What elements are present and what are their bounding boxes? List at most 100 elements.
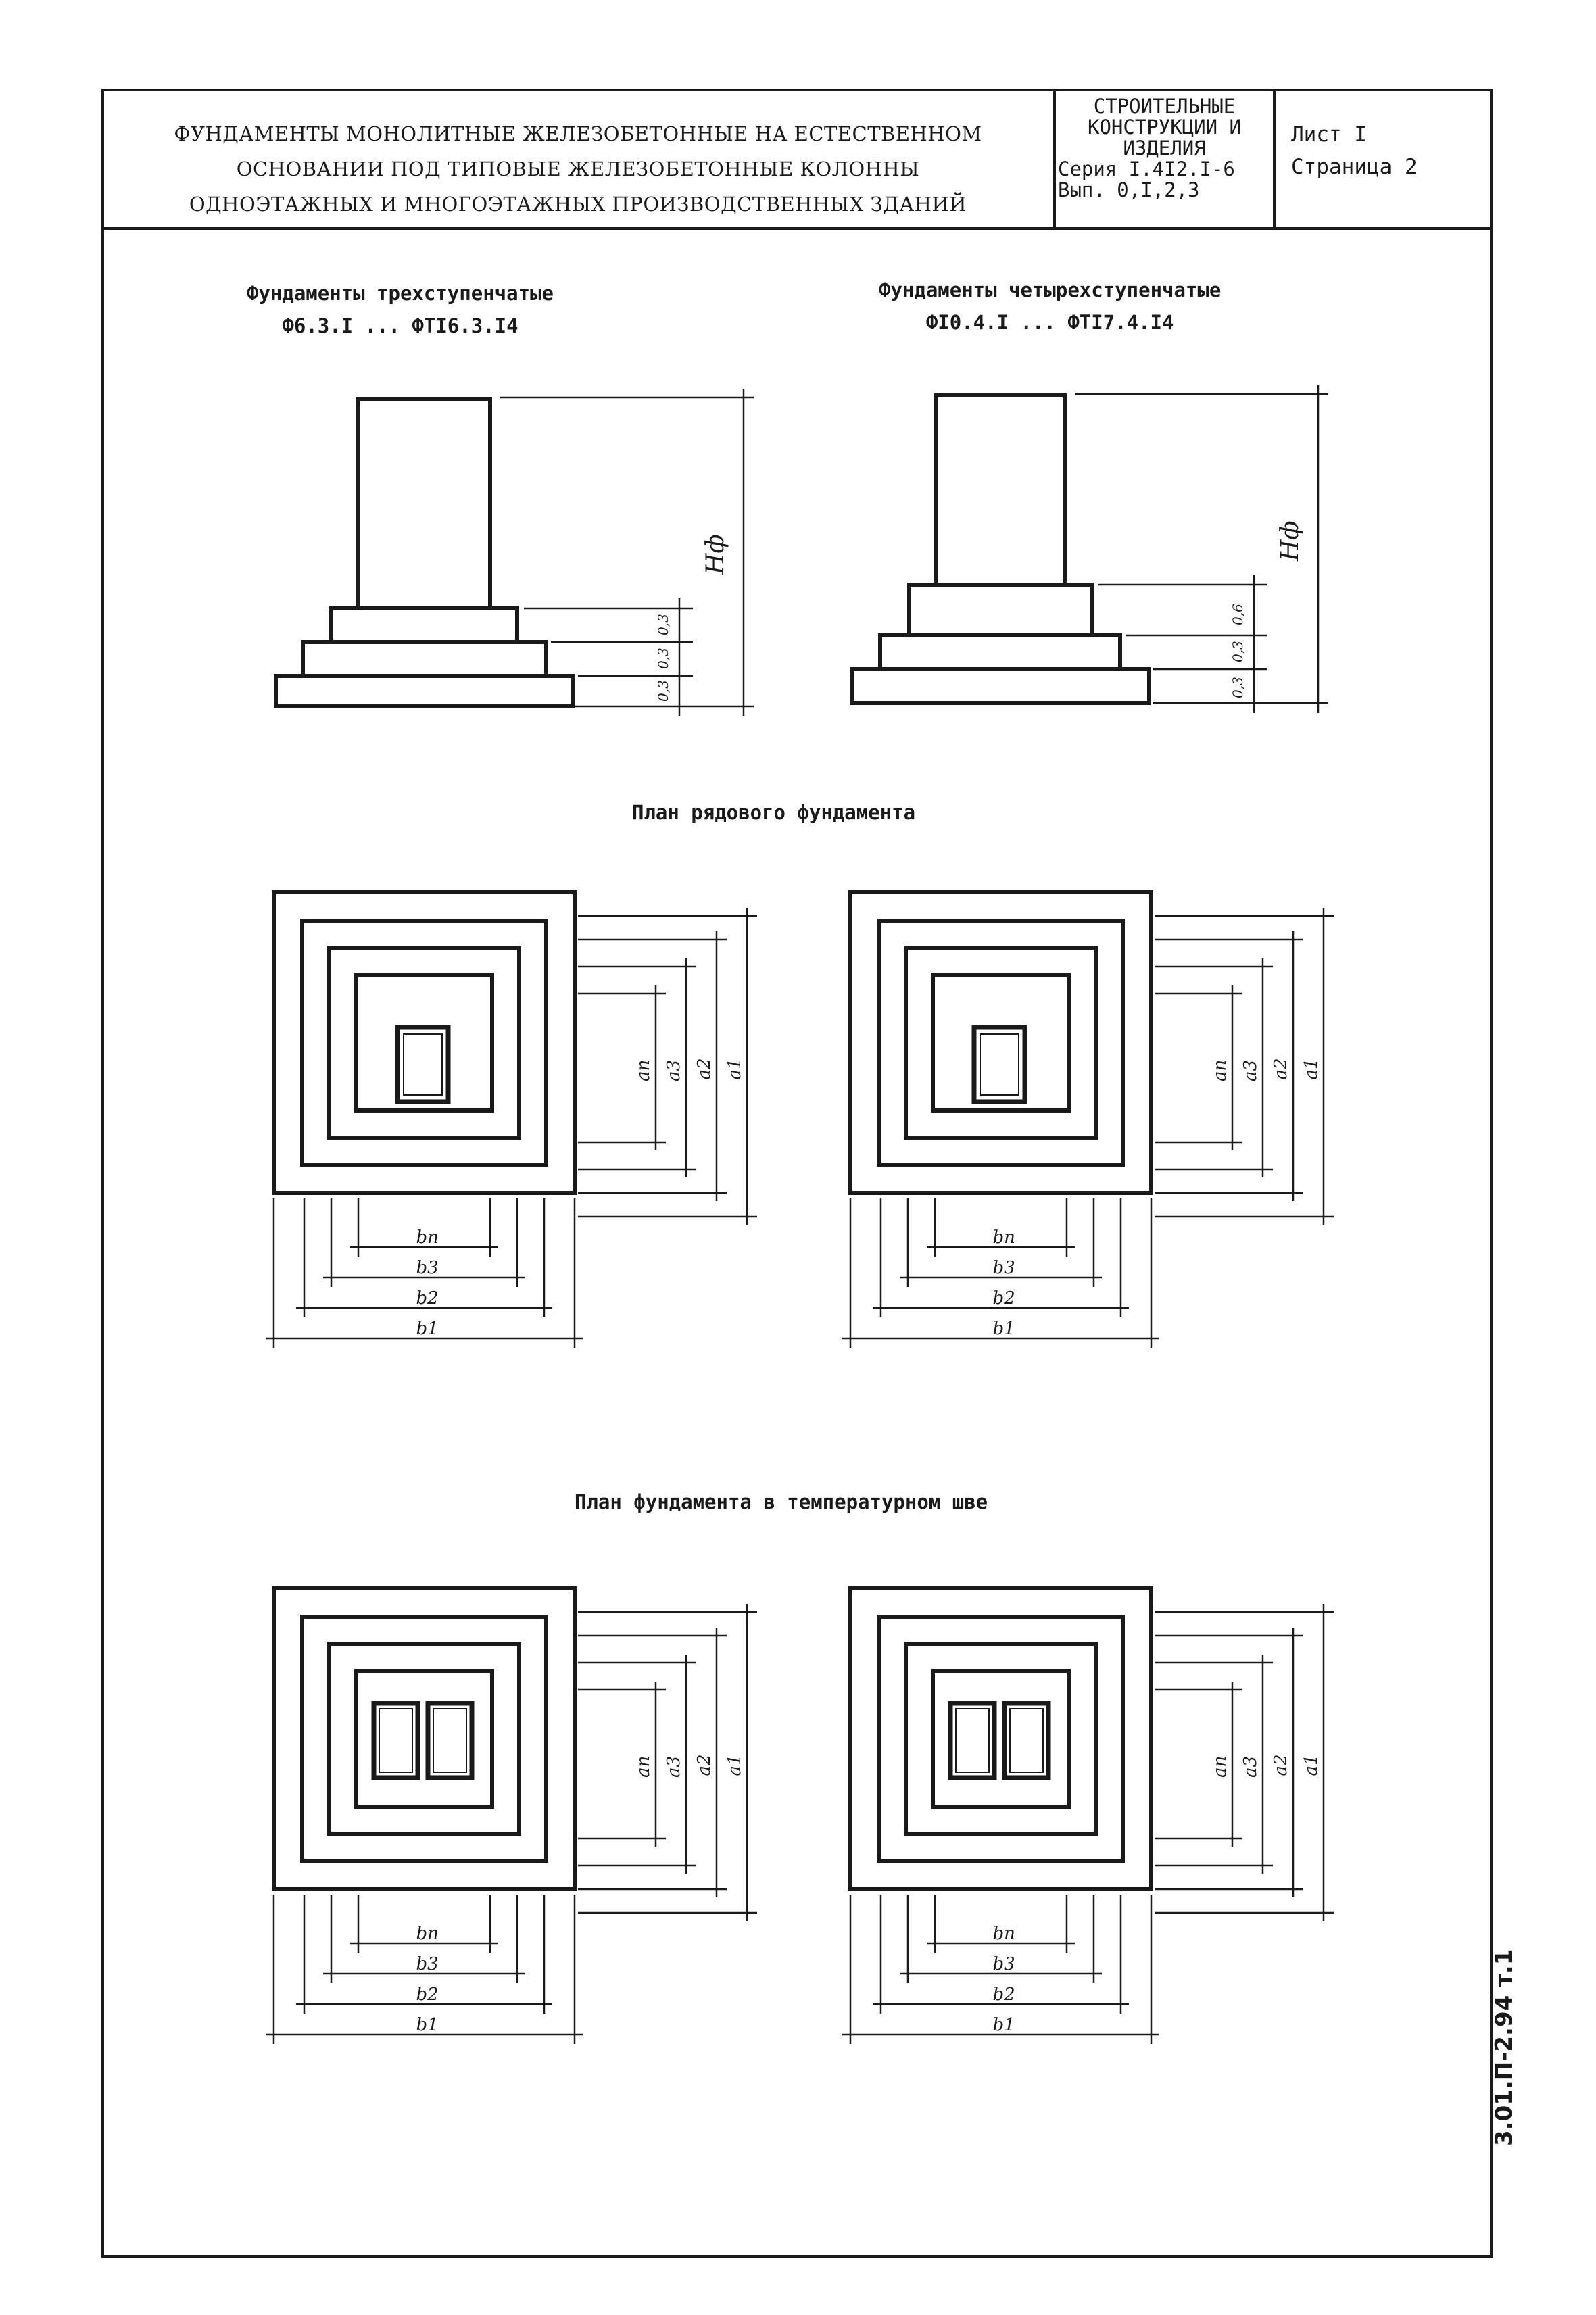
four-step-caption-line-2: ФI0.4.I ... ФТI7.4.I4	[925, 311, 1174, 334]
plan-row-3-socket	[395, 1025, 451, 1104]
plan-row-3-a-label-2: а3	[664, 1060, 684, 1081]
plan-joint-4-socket-inner-1	[955, 1708, 990, 1773]
three-step-caption-line-1: Фундаменты трехступенчатые	[247, 282, 554, 305]
title-line-1: ФУНДАМЕНТЫ МОНОЛИТНЫЕ ЖЕЛЕЗОБЕТОННЫЕ НА …	[174, 122, 982, 145]
elevation4-height-label: Hф	[1276, 520, 1304, 562]
sheet-label: Лист I	[1291, 122, 1367, 147]
plan-joint-4-a-label-4: а1	[1301, 1754, 1322, 1776]
elevation4-step-top	[907, 583, 1094, 637]
title-block-series: СТРОИТЕЛЬНЫЕ КОНСТРУКЦИИ И ИЗДЕЛИЯ Серия…	[1058, 96, 1271, 201]
elevation3-step2-label: 0,3	[655, 648, 671, 669]
plan-row-4-b-label-4: b1	[993, 1319, 1015, 1339]
plan-row-3-b-label-4: b1	[416, 1319, 439, 1339]
elevation4-step1-label: 0,6	[1230, 604, 1246, 625]
plan-joint-four-step: ап а3 а2 а1 bп b3 b2 b1	[842, 1586, 1334, 2044]
plan-joint-3-a-label-2: а3	[664, 1756, 684, 1778]
elevation4-step-bottom	[850, 667, 1151, 705]
elevation-three-step: Hф 0,3 0,3 0,3	[274, 389, 754, 716]
plan-joint-3-ring-4	[354, 1669, 494, 1809]
plan-row-3-b-label-1: bп	[416, 1227, 439, 1248]
elevation4-step3-label: 0,3	[1230, 677, 1246, 698]
plan-row-3-a-label-3: а2	[694, 1058, 715, 1079]
plan-row-4-a-label-4: а1	[1301, 1058, 1322, 1079]
plan-row-3-a-label-1: ап	[633, 1060, 654, 1081]
plan-joint-3-a-label-3: а2	[694, 1754, 715, 1776]
section-row-plan-title: План рядового фундамента	[632, 801, 916, 824]
title-block-title: ФУНДАМЕНТЫ МОНОЛИТНЫЕ ЖЕЛЕЗОБЕТОННЫЕ НА …	[108, 116, 1048, 222]
elevation3-column	[356, 397, 492, 610]
plan-row-4-b-label-3: b2	[993, 1288, 1015, 1309]
plan-joint-3-ring-2	[300, 1615, 548, 1863]
plan-row-4-b-label-1: bп	[993, 1227, 1015, 1248]
elevation4-step2-label: 0,3	[1230, 641, 1246, 662]
plan-row-3-ring-2	[300, 919, 548, 1167]
elevation4-step-middle	[878, 633, 1122, 671]
plan-row-3-ring-4	[354, 973, 494, 1113]
plan-joint-4-b-label-3: b2	[993, 1984, 1015, 2005]
plan-row-4-b-label-2: b3	[993, 1258, 1015, 1278]
plan-row-3-ring-3	[327, 946, 521, 1140]
plan-row-3-ring-1	[272, 890, 577, 1195]
plan-joint-4-ring-2	[877, 1615, 1125, 1863]
plan-row-three-step: ап а3 а2 а1 bп b3 b2 b1	[266, 890, 757, 1348]
plan-joint-3-b-label-2: b3	[416, 1954, 439, 1974]
plan-joint-4-ring-3	[904, 1642, 1098, 1836]
plan-joint-3-ring-3	[327, 1642, 521, 1836]
series-line-2: КОНСТРУКЦИИ И	[1088, 116, 1241, 139]
plan-joint-3-b-label-3: b2	[416, 1984, 439, 2005]
plan-joint-4-ring-1	[848, 1586, 1153, 1891]
plan-row-4-a-label-1: ап	[1210, 1060, 1230, 1081]
four-step-caption-line-1: Фундаменты четырехступенчатые	[879, 278, 1222, 301]
elevation4-column	[934, 393, 1067, 587]
series-line-5: Вып. 0,I,2,3	[1058, 178, 1200, 201]
elevation3-step-top	[329, 606, 519, 644]
plan-row-4-ring-4	[931, 973, 1071, 1113]
elevation3-step3-label: 0,3	[655, 680, 671, 702]
plan-row-4-ring-1	[848, 890, 1153, 1195]
plan-joint-4-socket-1	[948, 1701, 997, 1780]
section-joint-plan-title: План фундамента в температурном шве	[575, 1490, 988, 1513]
plan-row-3-b-label-2: b3	[416, 1258, 439, 1278]
plan-joint-4-b-label-2: b3	[993, 1954, 1015, 1974]
plan-joint-3-socket-1	[371, 1701, 420, 1780]
elevation3-step-bottom	[274, 674, 575, 708]
plan-joint-4-socket-2	[1002, 1701, 1051, 1780]
plan-joint-3-a-label-4: а1	[725, 1754, 745, 1776]
plan-row-4-a-label-3: а2	[1271, 1058, 1291, 1079]
plan-joint-4-b-label-1: bп	[993, 1924, 1015, 1944]
elevation-four-step: Hф 0,6 0,3 0,3	[850, 385, 1328, 713]
plan-row-4-ring-2	[877, 919, 1125, 1167]
series-line-3: ИЗДЕЛИЯ	[1123, 137, 1206, 160]
page-label: Страница 2	[1291, 155, 1418, 179]
plan-row-3-socket-inner	[403, 1033, 443, 1096]
plan-row-3-a-label-4: а1	[725, 1058, 745, 1079]
plan-row-4-socket	[971, 1025, 1027, 1104]
four-step-caption: Фундаменты четырехступенчатые ФI0.4.I ..…	[879, 274, 1221, 339]
elevation3-step1-label: 0,3	[655, 614, 671, 635]
plan-joint-3-a-label-1: ап	[633, 1756, 654, 1778]
title-line-3: ОДНОЭТАЖНЫХ И МНОГОЭТАЖНЫХ ПРОИЗВОДСТВЕН…	[189, 193, 967, 216]
plan-joint-4-a-label-3: а2	[1271, 1754, 1291, 1776]
plan-joint-3-ring-1	[272, 1586, 577, 1891]
plan-joint-3-b-label-4: b1	[416, 2015, 439, 2035]
plan-row-3-b-label-3: b2	[416, 1288, 439, 1309]
plan-joint-3-socket-inner-1	[379, 1708, 413, 1773]
series-line-4: Серия I.4I2.I-6	[1058, 157, 1235, 180]
plan-joint-4-b-label-4: b1	[993, 2015, 1015, 2035]
title-block-sheet: Лист I Страница 2	[1291, 118, 1418, 183]
three-step-caption: Фундаменты трехступенчатые Ф6.3.I ... ФТ…	[247, 277, 554, 342]
sheet-frame	[101, 89, 1493, 2258]
plan-row-4-ring-3	[904, 946, 1098, 1140]
plan-row-four-step: ап а3 а2 а1 bп b3 b2 b1	[842, 890, 1334, 1348]
plan-row-4-a-label-2: а3	[1240, 1060, 1261, 1081]
plan-joint-3-socket-inner-2	[433, 1708, 467, 1773]
elevation3-height-label: Hф	[702, 534, 729, 575]
plan-joint-4-a-label-2: а3	[1240, 1756, 1261, 1778]
title-line-2: ОСНОВАНИИ ПОД ТИПОВЫЕ ЖЕЛЕЗОБЕТОННЫЕ КОЛ…	[236, 157, 920, 180]
three-step-caption-line-2: Ф6.3.I ... ФТI6.3.I4	[282, 314, 518, 337]
plan-row-4-socket-inner	[980, 1033, 1019, 1096]
plan-joint-4-a-label-1: ап	[1210, 1756, 1230, 1778]
